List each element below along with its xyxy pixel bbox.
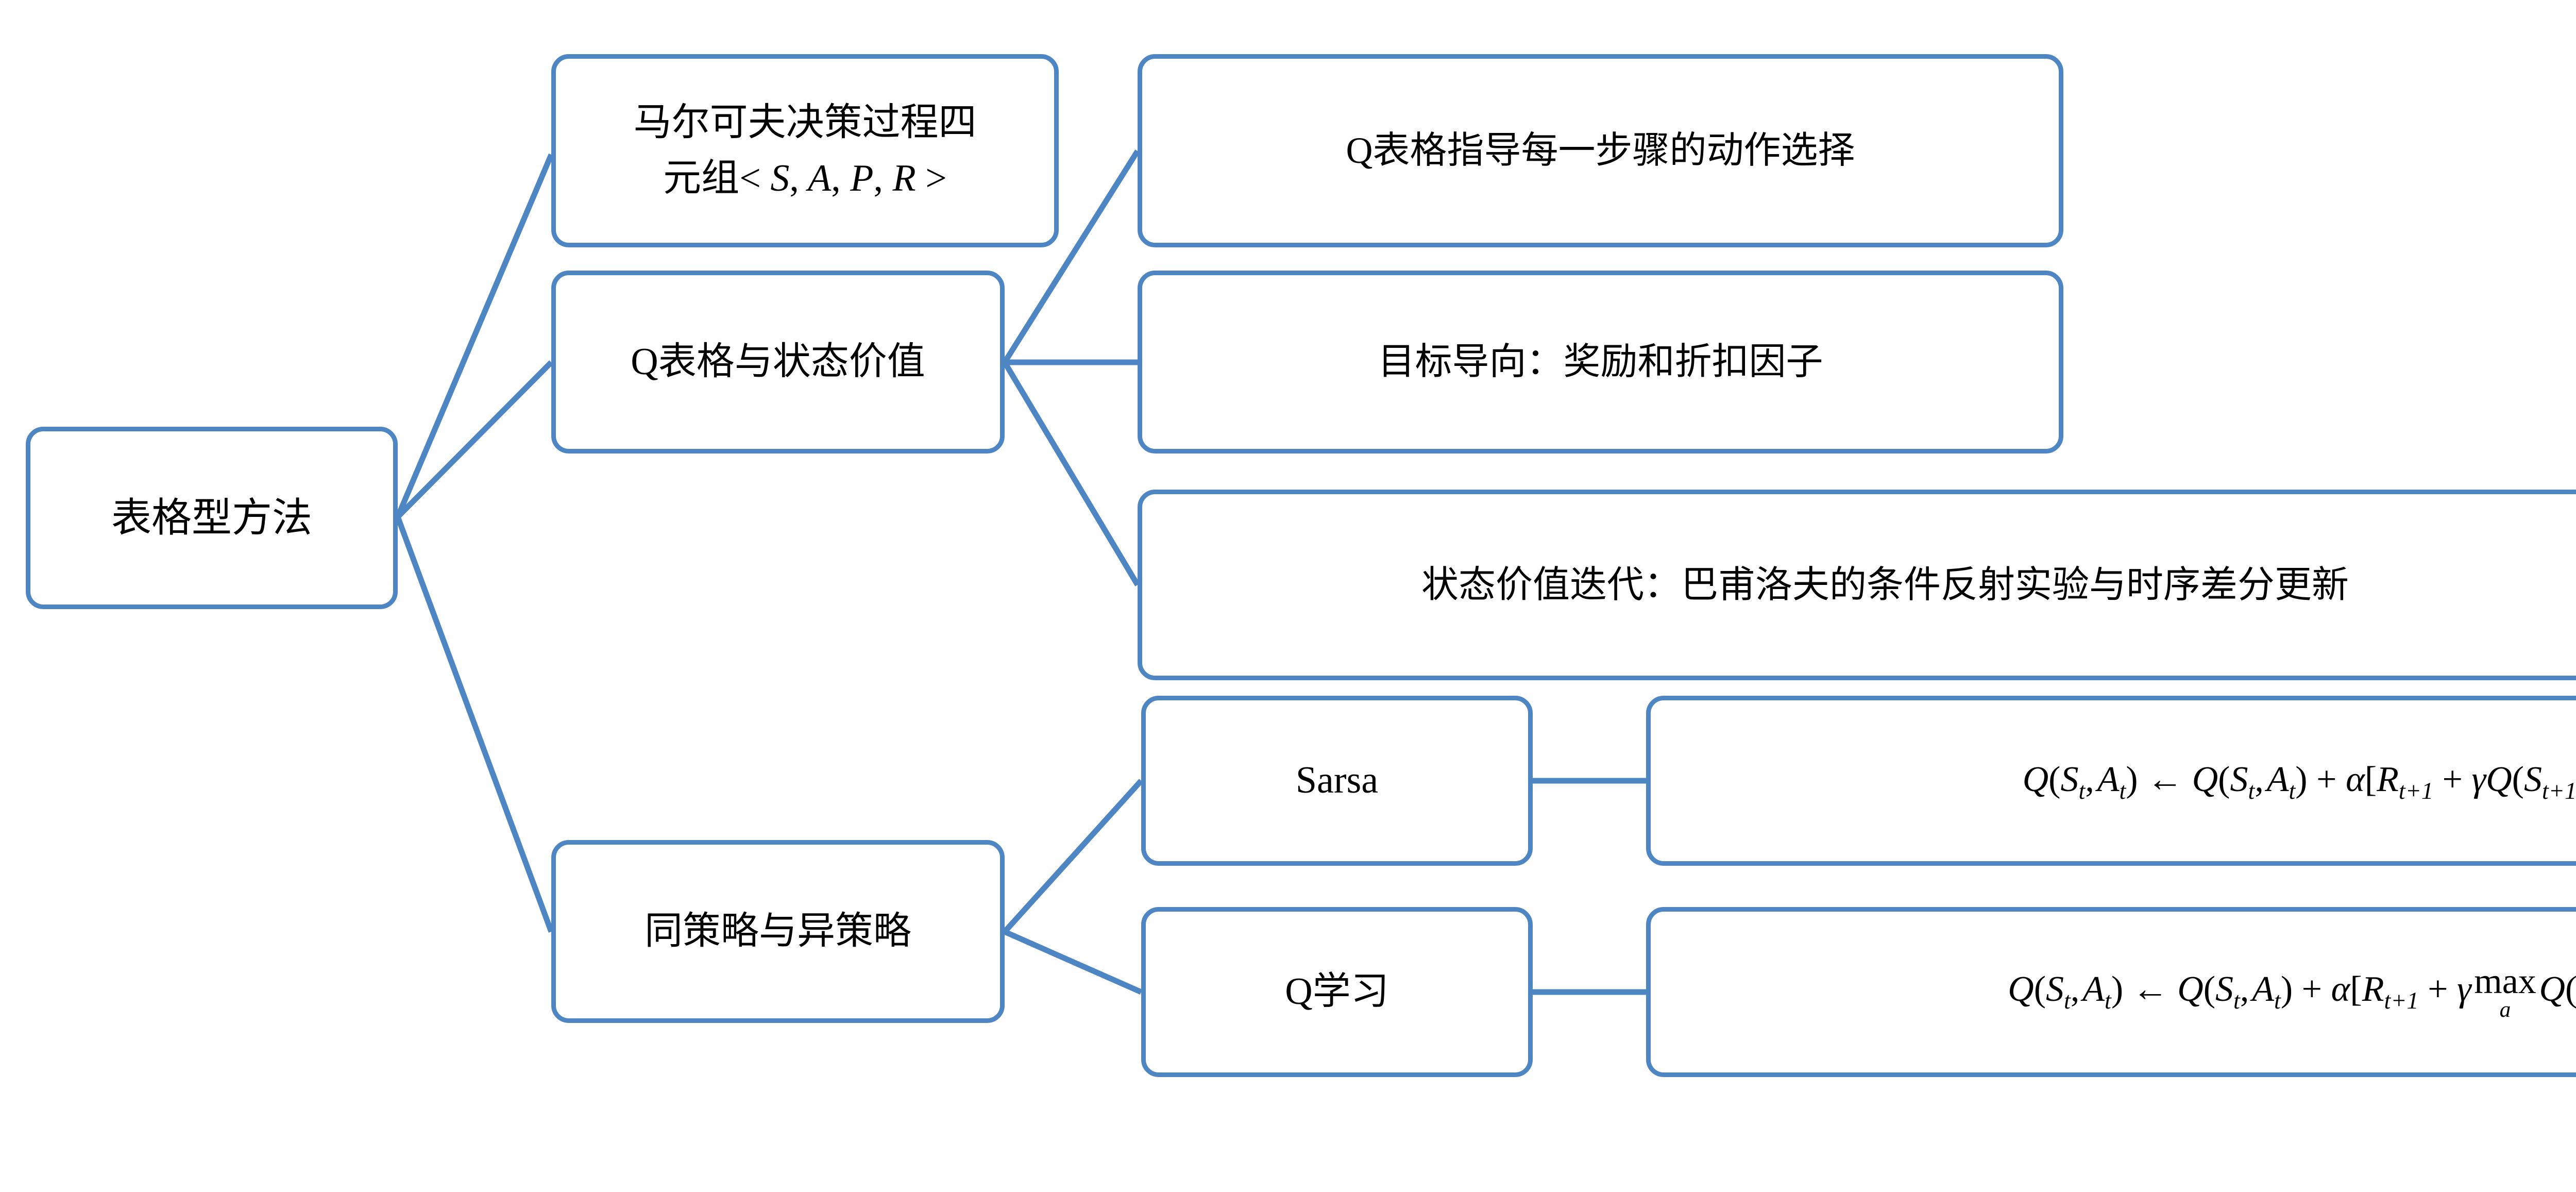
node-q-table-guides-action[interactable]: Q表格指导每一步骤的动作选择 bbox=[1138, 54, 2063, 247]
connector-qtable-to-guides bbox=[1002, 149, 1140, 364]
node-state-value-iteration[interactable]: 状态价值迭代：巴甫洛夫的条件反射实验与时序差分更新 bbox=[1138, 490, 2576, 680]
connector-policy-to-sarsa bbox=[1002, 779, 1144, 934]
node-q-learning[interactable]: Q学习 bbox=[1141, 907, 1533, 1077]
connector-policy-to-qlearning bbox=[1003, 929, 1143, 995]
node-sarsa-label: Sarsa bbox=[1295, 759, 1379, 802]
node-sarsa-formula[interactable]: Q(St, At) ← Q(St, At) + α[Rt+1 + γQ(St+1… bbox=[1646, 696, 2576, 866]
connector-root-to-qtable bbox=[396, 360, 553, 519]
node-root-label: 表格型方法 bbox=[111, 495, 312, 541]
node-state-value-iteration-label: 状态价值迭代：巴甫洛夫的条件反射实验与时序差分更新 bbox=[1421, 564, 2349, 606]
connector-qtable-to-iteration bbox=[1002, 361, 1140, 586]
node-mdp[interactable]: 马尔可夫决策过程四 元组< S, A, P, R > bbox=[551, 54, 1059, 247]
node-q-table-guides-action-label: Q表格指导每一步骤的动作选择 bbox=[1346, 130, 1855, 172]
node-root[interactable]: 表格型方法 bbox=[26, 427, 398, 609]
connector-root-to-onoffpolicy bbox=[395, 516, 554, 933]
node-q-table-state-value[interactable]: Q表格与状态价值 bbox=[551, 271, 1005, 454]
node-on-off-policy[interactable]: 同策略与异策略 bbox=[551, 840, 1005, 1023]
node-q-table-state-value-label: Q表格与状态价值 bbox=[631, 340, 925, 383]
node-on-off-policy-label: 同策略与异策略 bbox=[645, 910, 911, 952]
node-mdp-label: 马尔可夫决策过程四 元组< S, A, P, R > bbox=[620, 95, 990, 206]
node-goal-oriented-label: 目标导向：奖励和折扣因子 bbox=[1378, 341, 1823, 383]
connector-root-to-mdp bbox=[395, 153, 554, 518]
node-sarsa[interactable]: Sarsa bbox=[1141, 696, 1533, 866]
node-goal-oriented[interactable]: 目标导向：奖励和折扣因子 bbox=[1138, 271, 2063, 454]
node-sarsa-formula-text: Q(St, At) ← Q(St, At) + α[Rt+1 + γQ(St+1… bbox=[2022, 759, 2576, 804]
node-mdp-line1: 马尔可夫决策过程四 bbox=[633, 102, 977, 144]
node-q-learning-label: Q学习 bbox=[1285, 970, 1389, 1013]
node-mdp-line2: 元组< S, A, P, R > bbox=[663, 157, 947, 199]
